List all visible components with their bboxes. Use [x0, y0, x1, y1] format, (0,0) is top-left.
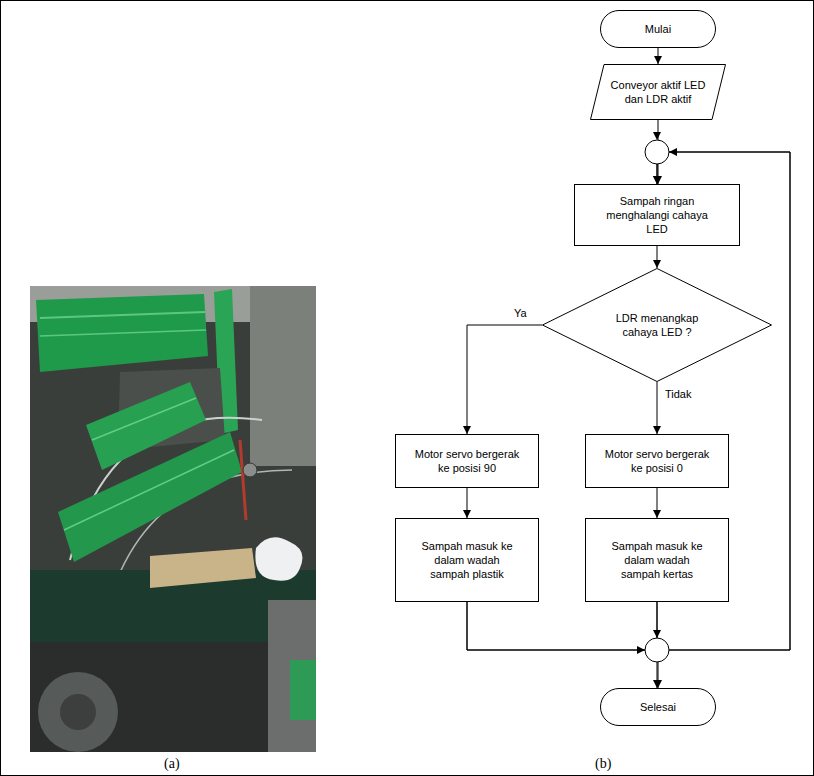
- flow-arrow: [467, 488, 468, 518]
- flow-arrow: [467, 602, 658, 688]
- io-parallelogram: Conveyor aktif LED dan LDR aktif: [590, 64, 726, 120]
- node-text: Mulai: [645, 22, 671, 36]
- edge-label: Ya: [512, 307, 529, 320]
- junction-arrowhead: [669, 148, 677, 156]
- terminator: Selesai: [600, 688, 716, 726]
- flow-arrow: [657, 246, 658, 268]
- edge-label: Tidak: [663, 388, 694, 401]
- flow-arrow: [467, 325, 542, 434]
- process-box: Sampah masuk ke dalam wadah sampah plast…: [395, 518, 539, 602]
- flow-arrow: [658, 48, 659, 64]
- terminator: Mulai: [600, 10, 716, 48]
- panel-caption: (b): [595, 756, 611, 772]
- junction-circle: [645, 638, 669, 662]
- decision-diamond: LDR menangkap cahaya LED ?: [542, 268, 772, 382]
- process-box: Sampah masuk ke dalam wadah sampah kerta…: [585, 518, 729, 602]
- decision-diamond-outline: [542, 268, 772, 382]
- node-text: Motor servo bergerak ke posisi 90: [411, 447, 523, 475]
- junction-arrowhead: [653, 630, 661, 638]
- process-box: Sampah ringan menghalangi cahaya LED: [574, 184, 740, 246]
- process-box: Motor servo bergerak ke posisi 0: [585, 434, 729, 488]
- junction-arrowhead: [653, 132, 661, 140]
- node-text: Selesai: [640, 700, 676, 714]
- node-text: Motor servo bergerak ke posisi 0: [601, 447, 713, 475]
- flow-arrow: [657, 488, 658, 518]
- process-box: Motor servo bergerak ke posisi 90: [395, 434, 539, 488]
- node-text: Sampah ringan menghalangi cahaya LED: [602, 194, 712, 236]
- panel-caption: (a): [164, 756, 180, 772]
- junction-arrowhead: [637, 646, 645, 654]
- node-text: Sampah masuk ke dalam wadah sampah kerta…: [610, 539, 704, 581]
- node-text: LDR menangkap cahaya LED ?: [614, 311, 700, 339]
- flow-arrow: [657, 382, 658, 434]
- junction-circle: [645, 140, 669, 164]
- node-text: Conveyor aktif LED dan LDR aktif: [610, 78, 706, 106]
- io-parallelogram-outline: [590, 64, 726, 120]
- node-text: Sampah masuk ke dalam wadah sampah plast…: [420, 539, 514, 581]
